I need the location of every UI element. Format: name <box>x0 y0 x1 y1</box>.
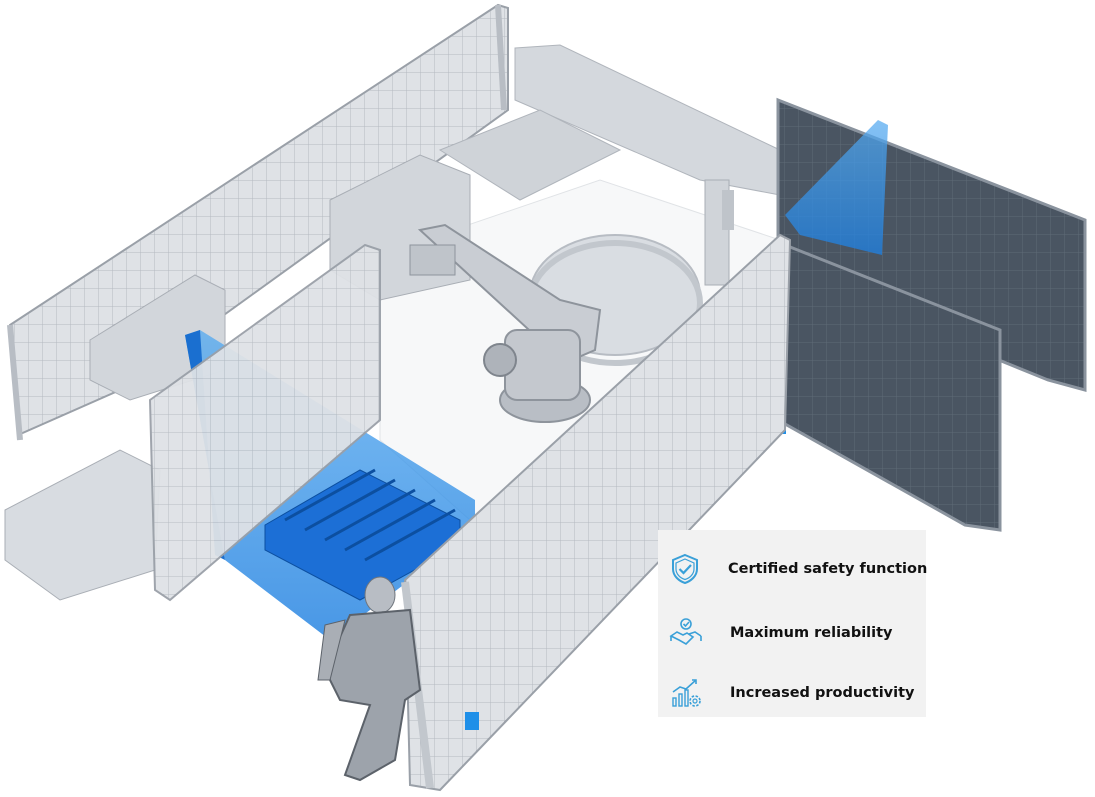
right-light-curtain <box>785 120 888 255</box>
feature-panel: Certified safety function Maximum reliab… <box>658 530 928 717</box>
feature-label: Certified safety function <box>728 561 928 577</box>
feature-label: Maximum reliability <box>730 625 893 641</box>
handshake-icon <box>668 615 704 651</box>
inner-left-fence <box>148 243 381 602</box>
feature-item-reliability: Maximum reliability <box>658 610 926 656</box>
worker-figure <box>317 576 422 782</box>
right-dark-fences <box>762 97 1087 532</box>
control-tower <box>704 179 734 286</box>
industrial-robot <box>409 223 602 423</box>
feature-item-safety: Certified safety function <box>658 546 928 592</box>
growth-chart-icon <box>668 675 704 711</box>
shield-check-icon <box>668 551 702 587</box>
feature-item-productivity: Increased productivity <box>658 670 926 716</box>
feature-label: Increased productivity <box>730 685 915 701</box>
